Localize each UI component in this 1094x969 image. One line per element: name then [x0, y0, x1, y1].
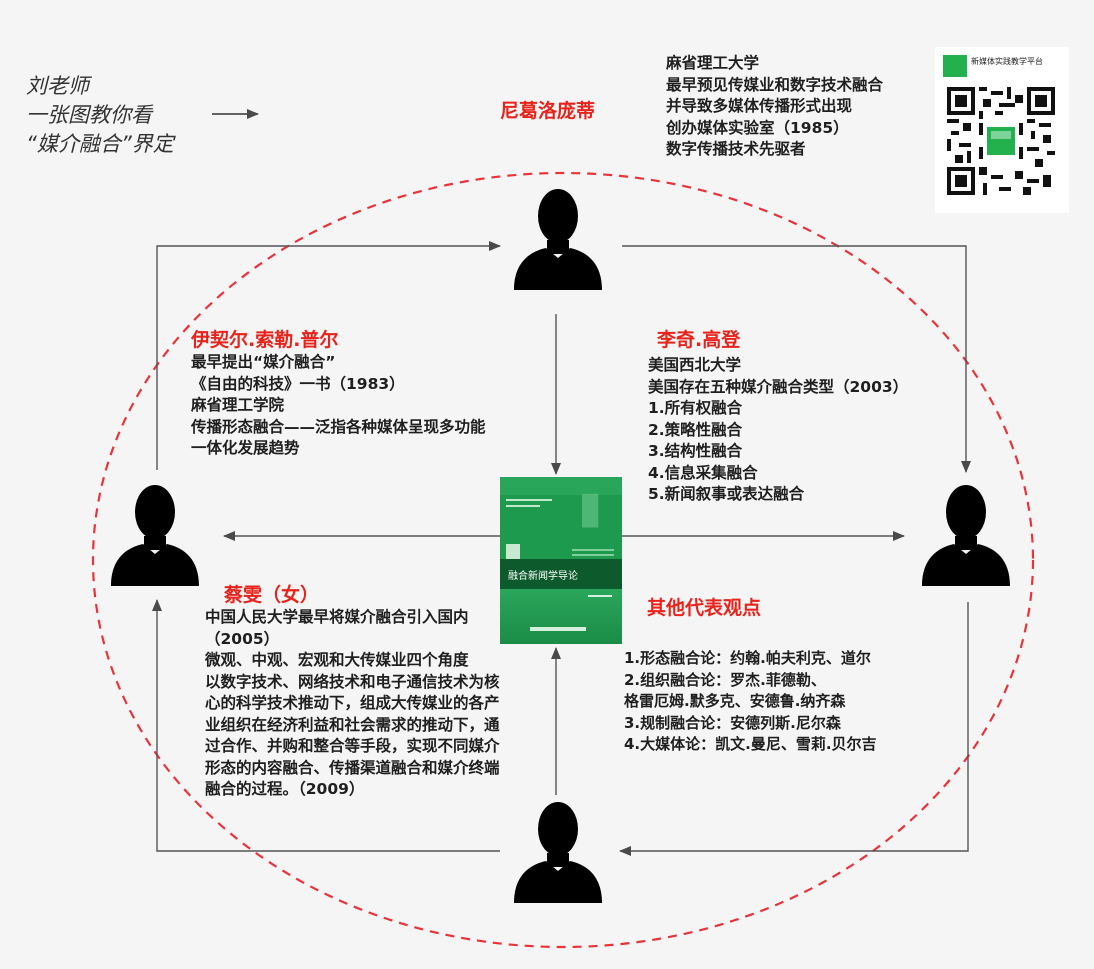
intro-line: “媒介融合”界定: [26, 130, 174, 159]
desc-line: 心的科学技术推动下，组成大传媒业的各产: [205, 693, 500, 715]
desc-line: 数字传播技术先驱者: [666, 139, 883, 161]
book-series-line: [506, 505, 540, 507]
desc-line: 微观、中观、宏观和大传媒业四个角度: [205, 650, 500, 672]
desc-line: 3.结构性融合: [648, 441, 908, 463]
desc-line: 传播形态融合——泛指各种媒体呈现多功能: [191, 417, 486, 439]
desc-line: 以数字技术、网络技术和电子通信技术为核: [205, 672, 500, 694]
list-item: 2.组织融合论：罗杰.菲德勒、: [624, 670, 877, 692]
book-author-mark: [588, 595, 612, 597]
person-bottom-icon: [514, 802, 602, 903]
top-person-name: 尼葛洛庞蒂: [500, 96, 595, 123]
desc-line: 并导致多媒体传播形式出现: [666, 96, 883, 118]
desc-line: 过合作、并购和整合等手段，实现不同媒介: [205, 736, 500, 758]
desc-line: 创办媒体实验室（1985）: [666, 118, 883, 140]
desc-line: 一体化发展趋势: [191, 438, 486, 460]
book-bottom: [500, 589, 622, 644]
other-views-list: 1.形态融合论：约翰.帕夫利克、道尔 2.组织融合论：罗杰.菲德勒、 格雷厄姆.…: [624, 648, 877, 756]
desc-line: 最早提出“媒介融合”: [191, 352, 486, 374]
desc-line: 1.所有权融合: [648, 398, 908, 420]
desc-line: 最早预见传媒业和数字技术融合: [666, 75, 883, 97]
list-item: 格雷厄姆.默多克、安德鲁.纳齐森: [624, 691, 877, 713]
book-series-line: [506, 499, 552, 501]
book-title: 融合新闻学导论: [508, 567, 578, 582]
desc-line: 业组织在经济利益和社会需求的推动下，通: [205, 715, 500, 737]
left-person-desc: 最早提出“媒介融合” 《自由的科技》一书（1983） 麻省理工学院 传播形态融合…: [191, 352, 486, 460]
qr-code-icon: [947, 87, 1055, 195]
desc-line: 4.信息采集融合: [648, 463, 908, 485]
desc-line: 5.新闻叙事或表达融合: [648, 484, 908, 506]
desc-line: 形态的内容融合、传播渠道融合和媒介终端: [205, 758, 500, 780]
cai-wen-desc: 中国人民大学最早将媒介融合引入国内 （2005） 微观、中观、宏观和大传媒业四个…: [205, 607, 500, 801]
intro-text: 刘老师 一张图教你看 “媒介融合”界定: [26, 72, 174, 159]
list-item: 3.规制融合论：安德列斯.尼尔森: [624, 713, 877, 735]
desc-line: 中国人民大学最早将媒介融合引入国内: [205, 607, 500, 629]
other-views-title: 其他代表观点: [647, 593, 761, 620]
list-item: 1.形态融合论：约翰.帕夫利克、道尔: [624, 648, 877, 670]
left-person-name: 伊契尔.索勒.普尔: [191, 325, 338, 352]
book-top-band: [500, 477, 622, 495]
person-left-icon: [111, 485, 199, 586]
top-person-desc: 麻省理工大学 最早预见传媒业和数字技术融合 并导致多媒体传播形式出现 创办媒体实…: [666, 53, 883, 161]
desc-line: 融合的过程。（2009）: [205, 779, 500, 801]
desc-line: 美国存在五种媒介融合类型（2003）: [648, 377, 908, 399]
book-decoration: ▮: [578, 485, 602, 531]
desc-line: 麻省理工学院: [191, 395, 486, 417]
list-item: 4.大媒体论：凯文.曼尼、雪莉.贝尔吉: [624, 734, 877, 756]
qr-card: 新媒体实践教学平台: [935, 47, 1069, 213]
desc-line: 美国西北大学: [648, 355, 908, 377]
book-cover: ▮ 融合新闻学导论: [500, 477, 622, 644]
platform-logo: [943, 55, 967, 77]
desc-line: 麻省理工大学: [666, 53, 883, 75]
desc-line: （2005）: [205, 629, 500, 651]
intro-line: 刘老师: [26, 72, 174, 101]
desc-line: 《自由的科技》一书（1983）: [191, 374, 486, 396]
right-person-name: 李奇.高登: [657, 325, 740, 352]
person-top-icon: [514, 189, 602, 290]
cai-wen-name: 蔡雯（女）: [224, 580, 319, 607]
desc-line: 2.策略性融合: [648, 420, 908, 442]
book-publisher-mark: [530, 627, 586, 631]
intro-line: 一张图教你看: [26, 101, 174, 130]
right-person-desc: 美国西北大学 美国存在五种媒介融合类型（2003） 1.所有权融合 2.策略性融…: [648, 355, 908, 506]
qr-title: 新媒体实践教学平台: [971, 56, 1043, 67]
person-right-icon: [922, 485, 1010, 586]
